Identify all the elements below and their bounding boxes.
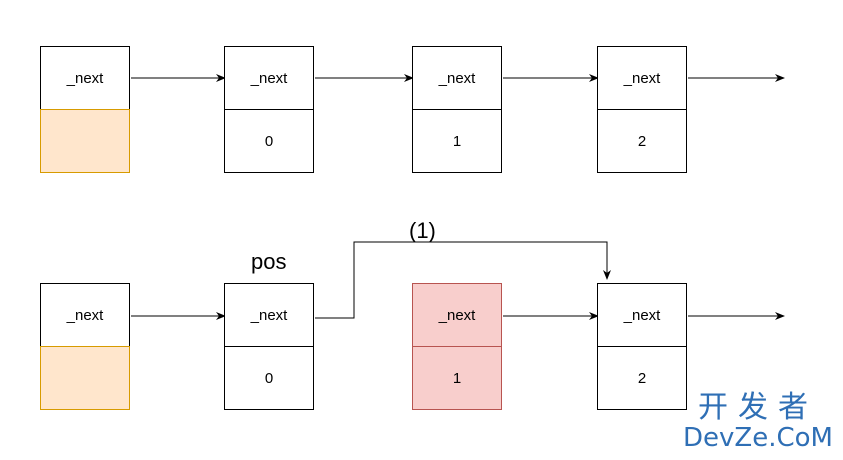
next-cell: _next: [412, 46, 502, 110]
watermark: 开发者 DevZe.CoM: [683, 390, 833, 453]
row1-node-2: _next 2: [597, 46, 687, 173]
value-cell: [40, 346, 130, 410]
value-cell: [40, 109, 130, 173]
row2-node-head: _next: [40, 283, 130, 410]
next-cell: _next: [40, 283, 130, 347]
next-cell: _next: [224, 46, 314, 110]
row1-node-1: _next 1: [412, 46, 502, 173]
row2-node-pos: _next 0: [224, 283, 314, 410]
row1-node-head: _next: [40, 46, 130, 173]
watermark-chinese: 开发者: [698, 390, 818, 425]
watermark-latin: DevZe.CoM: [683, 423, 833, 453]
next-cell: _next: [597, 283, 687, 347]
pos-label: pos: [251, 249, 287, 274]
value-cell: 0: [224, 346, 314, 410]
next-cell: _next: [40, 46, 130, 110]
next-cell: _next: [597, 46, 687, 110]
step-label: (1): [409, 218, 436, 243]
value-cell: 2: [597, 346, 687, 410]
value-cell: 1: [412, 346, 502, 410]
next-cell: _next: [412, 283, 502, 347]
row2-node-removed: _next 1: [412, 283, 502, 410]
row2-bypass-link: [315, 241, 611, 319]
next-cell: _next: [224, 283, 314, 347]
value-cell: 2: [597, 109, 687, 173]
row2-node-2: _next 2: [597, 283, 687, 410]
row1-node-0: _next 0: [224, 46, 314, 173]
value-cell: 0: [224, 109, 314, 173]
value-cell: 1: [412, 109, 502, 173]
